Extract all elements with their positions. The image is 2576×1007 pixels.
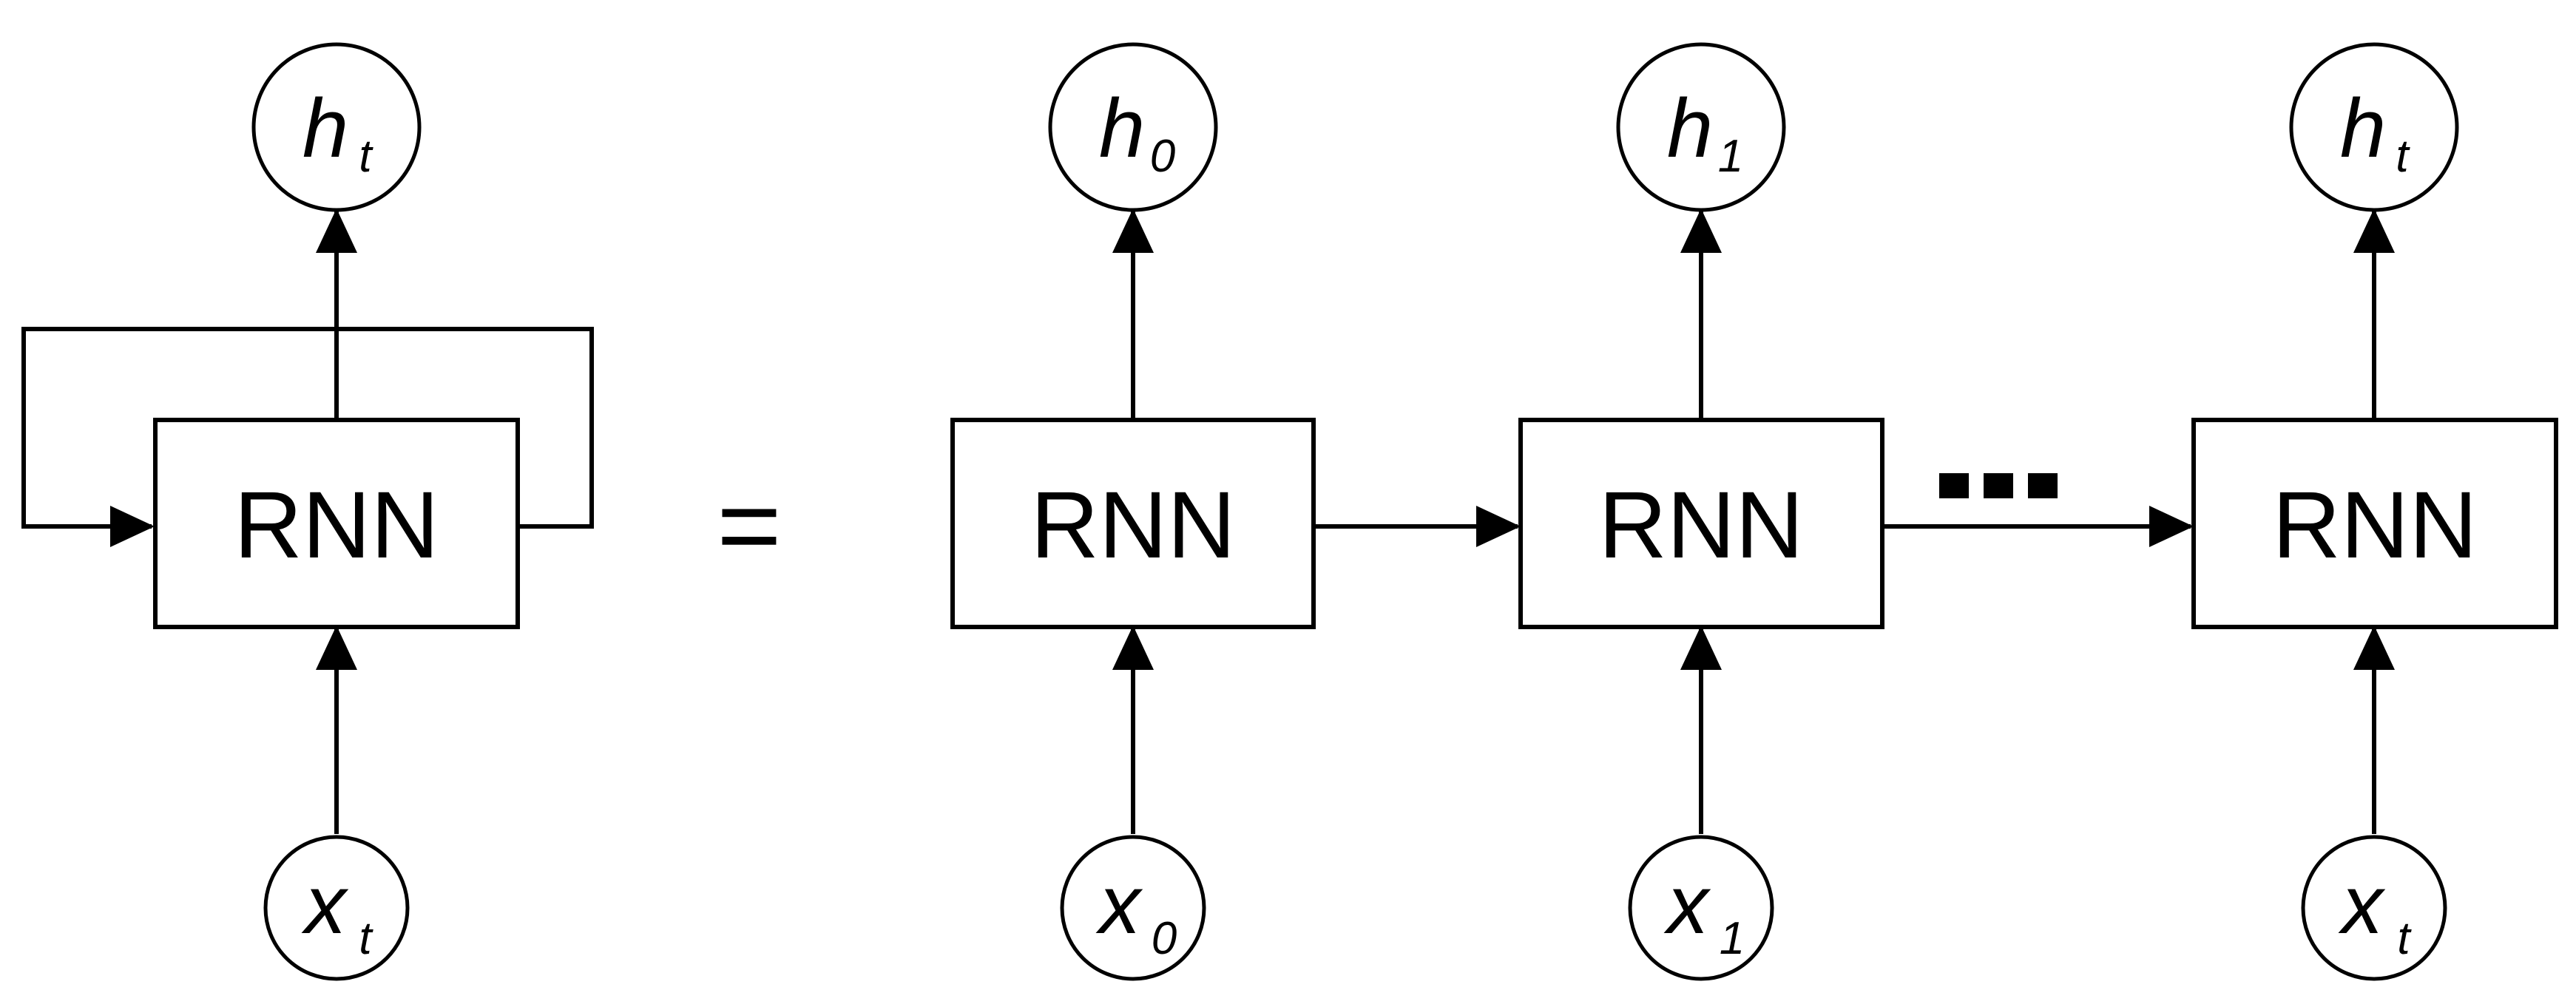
step-1-output-subscript: 1 <box>1718 131 1743 182</box>
folded-rnn: RNN h t x t <box>21 42 594 981</box>
step-1-rnn-cell <box>1518 418 1884 629</box>
step-0-output-node: h 0 <box>1048 42 1218 212</box>
folded-input-node: x t <box>263 835 410 981</box>
folded-rnn-cell-label: RNN <box>234 472 439 578</box>
step-0-input-letter: x <box>1095 858 1143 951</box>
folded-input-subscript: t <box>359 913 373 964</box>
ellipsis-icon <box>1939 473 2058 498</box>
equals-sign: = <box>717 463 782 587</box>
unrolled-rnn: RNN h 0 x 0 RNN h 1 <box>950 42 2558 981</box>
folded-output-subscript: t <box>359 131 373 182</box>
step-1-input-subscript: 1 <box>1720 913 1745 964</box>
recurrence-loop-line <box>21 327 594 547</box>
step-t-input-letter: x <box>2338 858 2386 951</box>
step-t-input-subscript: t <box>2397 913 2412 964</box>
step-t-output-letter: h <box>2340 82 2386 174</box>
step-t-rnn-cell-label: RNN <box>2272 472 2477 578</box>
step-1-input-letter: x <box>1663 858 1711 951</box>
step-t-rnn-cell <box>2191 418 2558 629</box>
step-t-output-node: h t <box>2289 42 2459 212</box>
step-0-input-subscript: 0 <box>1152 913 1177 964</box>
step-t-output-subscript: t <box>2396 131 2410 182</box>
step-1-output-letter: h <box>1667 82 1713 174</box>
unrolled-step-0: RNN h 0 x 0 <box>950 42 1316 981</box>
folded-output-letter: h <box>302 82 348 174</box>
step-0-rnn-cell-label: RNN <box>1030 472 1235 578</box>
folded-output-node: h t <box>251 42 422 212</box>
step-0-rnn-cell <box>950 418 1316 629</box>
step-0-input-node: x 0 <box>1060 835 1206 981</box>
step-t-input-node: x t <box>2301 835 2447 981</box>
folded-rnn-cell <box>153 418 520 629</box>
step-1-output-node: h 1 <box>1616 42 1786 212</box>
folded-input-letter: x <box>301 858 349 951</box>
step-1-input-node: x 1 <box>1628 835 1774 981</box>
unrolled-step-1: RNN h 1 x 1 <box>1518 42 1884 981</box>
step-1-rnn-cell-label: RNN <box>1598 472 1803 578</box>
step-0-output-subscript: 0 <box>1150 131 1175 182</box>
step-0-output-letter: h <box>1099 82 1145 174</box>
unrolled-step-t: RNN h t x t <box>2191 42 2558 981</box>
